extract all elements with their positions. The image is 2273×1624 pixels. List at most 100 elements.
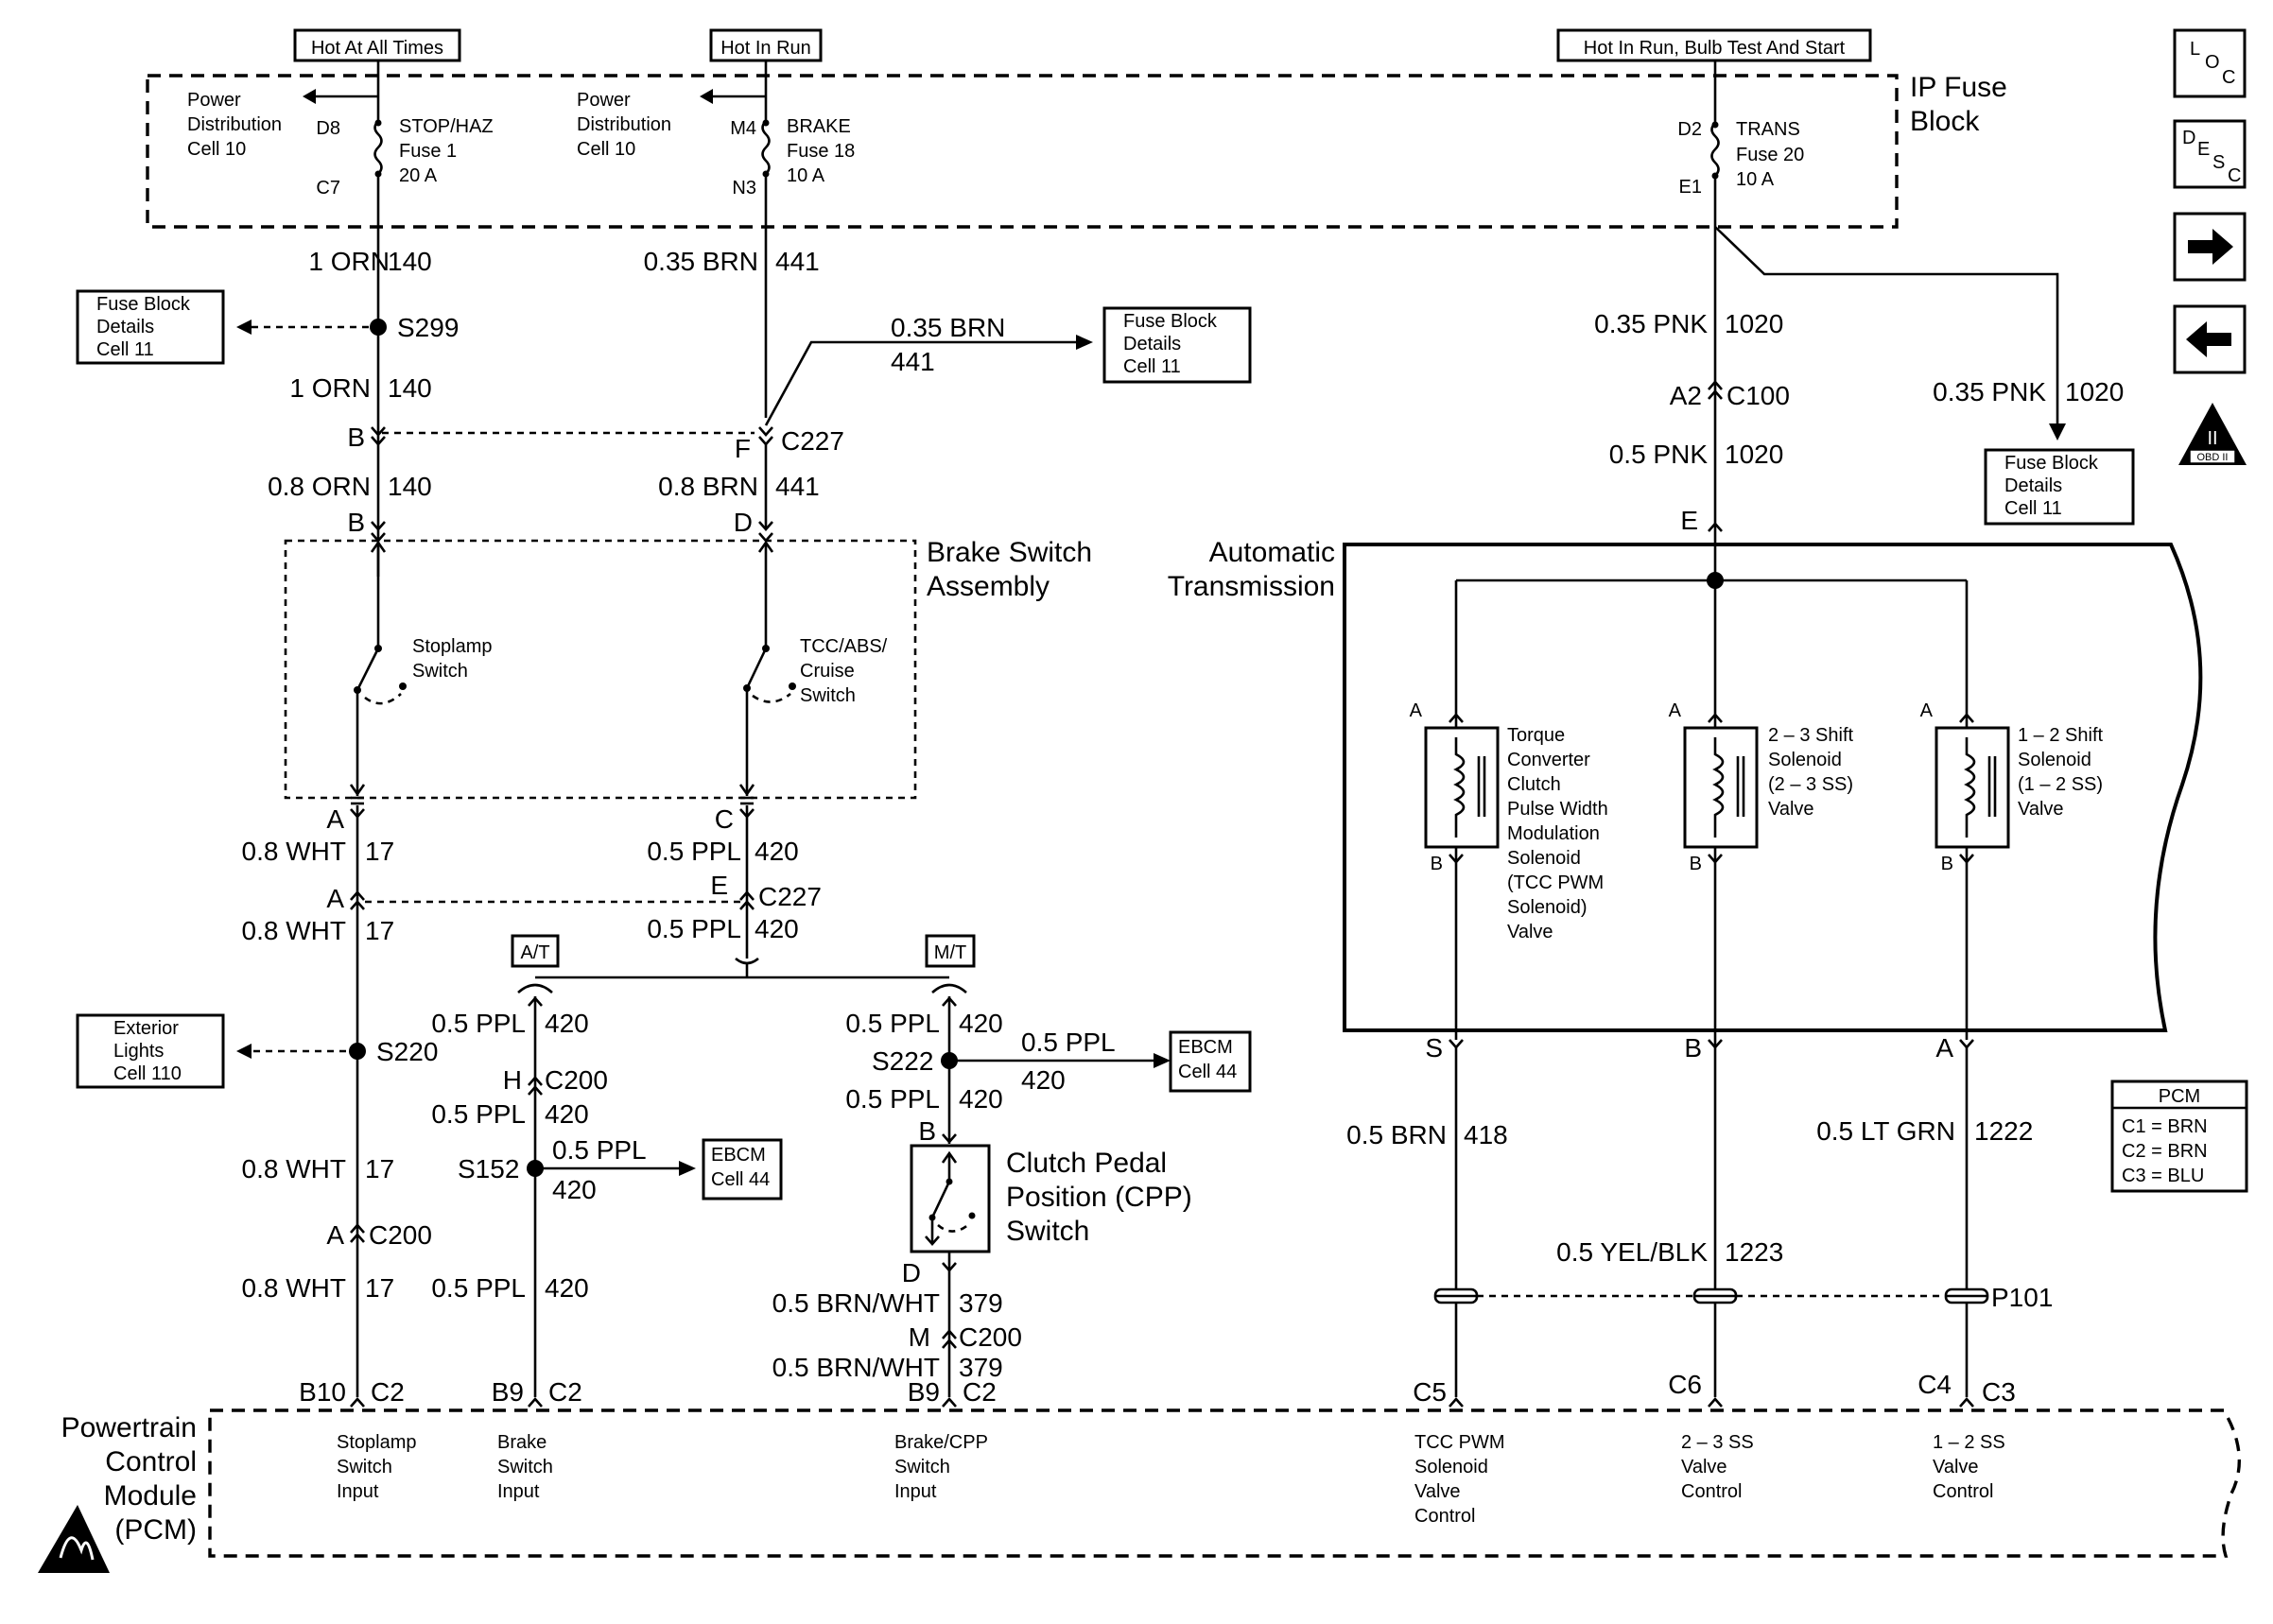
- pcm-pin-c6: C6: [1668, 1370, 1702, 1399]
- wire-27-circuit: 1223: [1725, 1237, 1783, 1267]
- solenoid-1-2-shift: A B 1 – 2 Shift Solenoid (1 – 2 SS) Valv…: [1920, 700, 2104, 874]
- wire-25-size: 0.5 PNK: [1609, 440, 1709, 469]
- hot-at-all-times-label: Hot At All Times: [311, 38, 443, 59]
- svg-text:EBCM: EBCM: [1178, 1037, 1233, 1058]
- pdc2-line2: Distribution: [577, 114, 671, 135]
- svg-text:Details: Details: [2004, 475, 2062, 496]
- svg-text:Valve: Valve: [1768, 799, 1814, 820]
- pcm-title-3: Module: [104, 1480, 197, 1512]
- wire-25-circuit: 1020: [1725, 440, 1783, 469]
- pdc2-line1: Power: [577, 90, 631, 111]
- fuse3-top-pin: D2: [1677, 119, 1702, 140]
- svg-text:C: C: [2222, 67, 2235, 88]
- svg-text:EBCM: EBCM: [711, 1145, 766, 1166]
- wire-14-size: 0.5 PPL: [431, 1099, 526, 1129]
- svg-text:Stoplamp: Stoplamp: [412, 636, 493, 657]
- ref-ebcm-1[interactable]: EBCM Cell 44: [702, 1138, 783, 1201]
- ip-fuse-block-label-line1: IP Fuse: [1910, 72, 2007, 103]
- svg-text:Input: Input: [894, 1481, 937, 1502]
- pcm-title-2: Control: [105, 1446, 197, 1477]
- pdc2-line3: Cell 10: [577, 139, 635, 160]
- svg-text:Torque: Torque: [1507, 725, 1565, 746]
- wire-4-circuit: 441: [775, 247, 820, 276]
- pcm-pin-b9-cpp-conn: C2: [963, 1377, 997, 1407]
- previous-page-arrow-icon[interactable]: [2173, 304, 2247, 374]
- wire-10-size: 0.8 WHT: [242, 1273, 346, 1303]
- p101-label: P101: [1991, 1283, 2053, 1312]
- svg-text:Cell 11: Cell 11: [1123, 356, 1181, 377]
- wire-23-circuit: 1020: [1725, 309, 1783, 338]
- svg-text:E: E: [2197, 139, 2210, 160]
- wire-13-size: 0.5 PPL: [431, 1009, 526, 1038]
- splice-s299: [370, 319, 387, 336]
- wire-14-circuit: 420: [545, 1099, 589, 1129]
- stoplamp-switch: Stoplamp Switch: [349, 540, 493, 797]
- wire-1-circuit: 140: [388, 247, 432, 276]
- transmission-title-2: Transmission: [1168, 571, 1335, 602]
- splice-s152-label: S152: [458, 1154, 519, 1183]
- fuse1-bottom-pin: C7: [316, 178, 340, 199]
- ref-fuse-block-details-1[interactable]: Fuse Block Details Cell 11: [76, 289, 225, 365]
- ref-fuse-block-details-3[interactable]: Fuse Block Details Cell 11: [1984, 448, 2135, 526]
- wire-11-circuit: 420: [755, 837, 799, 866]
- wire-28-circuit: 1222: [1974, 1116, 2033, 1146]
- next-page-arrow-icon[interactable]: [2173, 212, 2247, 282]
- svg-text:Clutch: Clutch: [1507, 774, 1561, 795]
- svg-text:Control: Control: [1681, 1481, 1742, 1502]
- svg-text:1 – 2 SS: 1 – 2 SS: [1933, 1432, 2005, 1453]
- wire-16-circuit: 420: [545, 1273, 589, 1303]
- wire-3-circuit: 140: [388, 472, 432, 501]
- pdc1-line2: Distribution: [187, 114, 282, 135]
- svg-text:B: B: [1941, 854, 1953, 874]
- splice-s299-label: S299: [397, 313, 459, 342]
- clutch-pedal-position-switch: Clutch Pedal Position (CPP) Switch: [910, 1144, 1192, 1253]
- ref-exterior-lights[interactable]: Exterior Lights Cell 110: [76, 1013, 225, 1089]
- fuse1-rating: 20 A: [399, 165, 438, 186]
- pin-b-trans: B: [1684, 1033, 1702, 1063]
- wire-7-size: 0.8 WHT: [242, 837, 346, 866]
- wire-1-size: 1 ORN: [308, 247, 390, 276]
- svg-text:PCM: PCM: [2159, 1086, 2200, 1107]
- option-at: A/T: [511, 934, 560, 968]
- ref-ebcm-2[interactable]: EBCM Cell 44: [1169, 1030, 1252, 1093]
- svg-text:Valve: Valve: [1414, 1481, 1461, 1502]
- pin-a3: A: [326, 1220, 344, 1250]
- description-icon[interactable]: D E S C: [2173, 119, 2247, 189]
- wire-27-size: 0.5 YEL/BLK: [1556, 1237, 1708, 1267]
- svg-text:(TCC PWM: (TCC PWM: [1507, 872, 1604, 893]
- c200-left: C200: [369, 1220, 432, 1250]
- svg-text:Switch: Switch: [337, 1457, 392, 1477]
- wire-28-size: 0.5 LT GRN: [1816, 1116, 1955, 1146]
- pin-d: D: [734, 508, 753, 537]
- svg-text:Solenoid: Solenoid: [1768, 750, 1842, 770]
- fuse3-number: Fuse 20: [1736, 145, 1804, 165]
- svg-text:C: C: [2228, 165, 2241, 186]
- svg-text:(2 – 3 SS): (2 – 3 SS): [1768, 774, 1853, 795]
- wire-7-circuit: 17: [365, 837, 394, 866]
- option-mt: M/T: [925, 934, 976, 968]
- pin-e1: E: [710, 871, 728, 900]
- fuse-stop-haz: D8 C7 STOP/HAZ Fuse 1 20 A Power Distrib…: [187, 60, 494, 577]
- power-source-hot-in-run-bulb-test-start: Hot In Run, Bulb Test And Start: [1556, 28, 1872, 62]
- c200-mt: C200: [959, 1322, 1022, 1352]
- svg-text:Valve: Valve: [1933, 1457, 1979, 1477]
- pin-h: H: [503, 1065, 522, 1095]
- tcc-abs-cruise-switch: TCC/ABS/ Cruise Switch: [738, 540, 888, 797]
- svg-text:L: L: [2190, 39, 2200, 60]
- ref-fuse-block-details-2[interactable]: Fuse Block Details Cell 11: [1102, 306, 1252, 384]
- wire-18-circuit: 420: [1021, 1065, 1066, 1095]
- svg-text:O: O: [2205, 52, 2220, 73]
- fuse3-rating: 10 A: [1736, 169, 1775, 190]
- svg-text:Valve: Valve: [2018, 799, 2064, 820]
- power-source-hot-at-all-times: Hot At All Times: [293, 28, 461, 62]
- svg-text:Control: Control: [1933, 1481, 1993, 1502]
- wire-22-circuit: 379: [959, 1353, 1003, 1382]
- fuse1-name: STOP/HAZ: [399, 116, 494, 137]
- svg-text:Converter: Converter: [1507, 750, 1590, 770]
- fuse2-rating: 10 A: [787, 165, 825, 186]
- svg-text:Input: Input: [337, 1481, 379, 1502]
- obd-ii-icon[interactable]: II OBD II: [2178, 403, 2247, 465]
- wire-15-size: 0.5 PPL: [552, 1135, 647, 1165]
- location-icon[interactable]: L O C: [2173, 28, 2247, 98]
